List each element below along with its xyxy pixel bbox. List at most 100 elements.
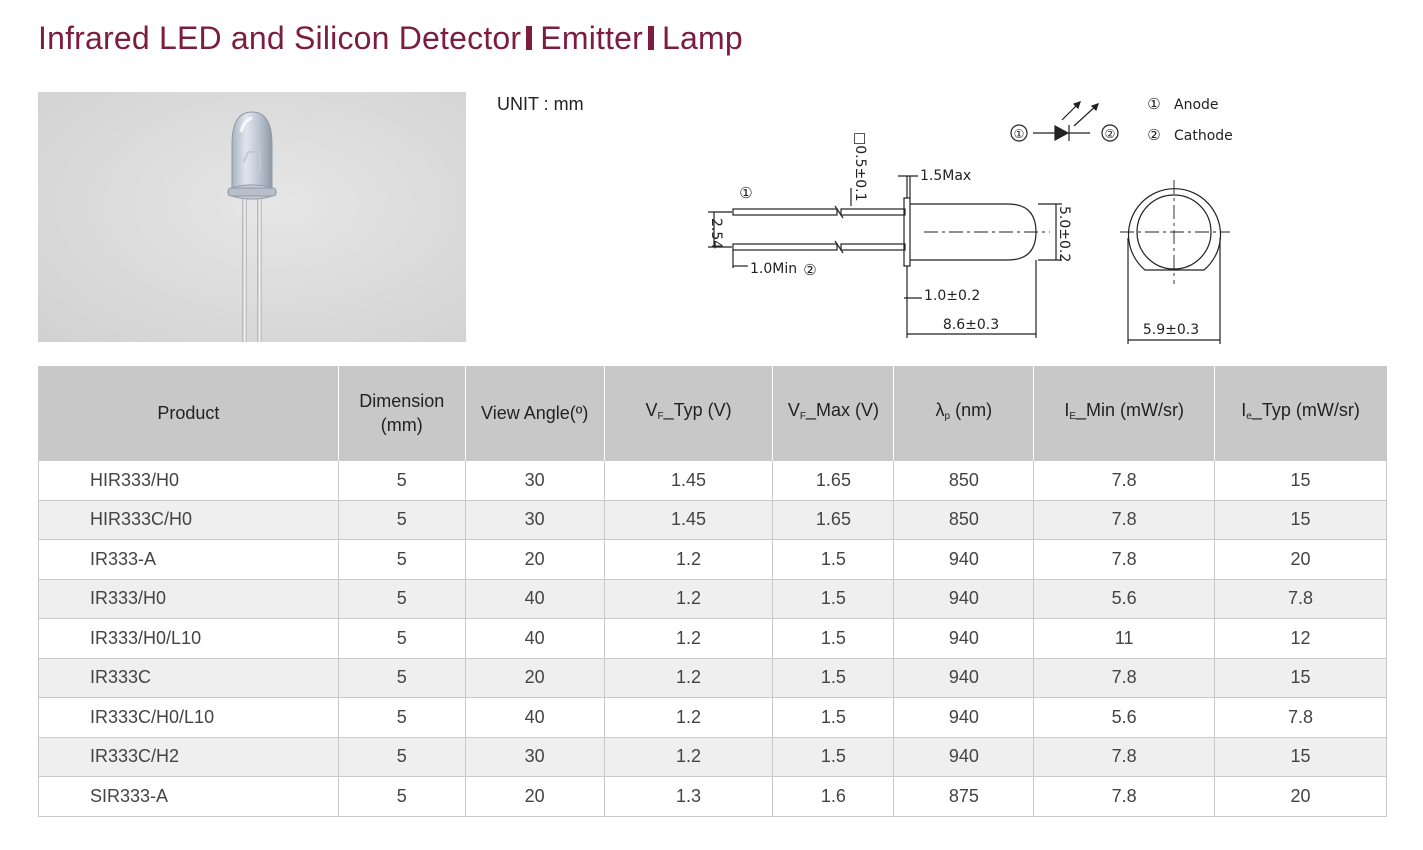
cell-view-angle: 40 (464, 618, 605, 659)
cell-vf-max: 1.65 (772, 499, 895, 540)
cell-vf-max: 1.65 (772, 460, 895, 501)
cell-vf-max: 1.5 (772, 657, 895, 698)
cell-ie-min: 5.6 (1033, 697, 1216, 738)
cell-lambda: 875 (893, 776, 1035, 817)
cell-ie-min: 7.8 (1033, 539, 1216, 580)
legend-anode: Anode (1174, 97, 1219, 113)
cell-vf-typ: 1.2 (603, 657, 774, 698)
cell-ie-min: 7.8 (1033, 776, 1216, 817)
cell-view-angle: 20 (464, 776, 605, 817)
cell-lambda: 940 (893, 578, 1035, 619)
cell-ie-typ: 12 (1214, 618, 1387, 659)
cell-view-angle: 40 (464, 578, 605, 619)
diode-symbol (1010, 101, 1119, 142)
dim-flange: 1.5Max (920, 168, 971, 184)
cell-ie-min: 11 (1033, 618, 1216, 659)
cell-dimension: 5 (337, 578, 466, 619)
header-view-angle: View Angle(º) (464, 366, 605, 461)
cell-product: HIR333/H0 (38, 460, 339, 501)
led-side-view (708, 175, 1062, 338)
cell-lambda: 850 (893, 460, 1035, 501)
unit-label: UNIT : mm (497, 94, 584, 114)
dim-flange-thick: 1.0±0.2 (924, 288, 980, 304)
dim-diameter: 5.0±0.2 (1056, 206, 1072, 262)
dimension-drawing: ① ② ① Anode ② Cathode ① (708, 96, 1233, 344)
header-dimension: Dimension(mm) (337, 366, 466, 461)
table-header-row: Product Dimension(mm) View Angle(º) VF_T… (38, 366, 1387, 461)
cell-dimension: 5 (337, 460, 466, 501)
cell-vf-max: 1.6 (772, 776, 895, 817)
cell-lambda: 850 (893, 499, 1035, 540)
diode-pin2-label: ② (1105, 127, 1116, 141)
led-product-photo (38, 92, 466, 342)
legend-cathode-number: ② (1147, 127, 1160, 144)
cell-ie-typ: 7.8 (1214, 697, 1387, 738)
cell-product: IR333C/H0/L10 (38, 697, 339, 738)
cell-view-angle: 40 (464, 697, 605, 738)
cell-lambda: 940 (893, 697, 1035, 738)
legend-anode-number: ① (1147, 96, 1160, 113)
led-front-view (1120, 180, 1230, 344)
cell-ie-typ: 7.8 (1214, 578, 1387, 619)
cell-view-angle: 30 (464, 499, 605, 540)
cell-lambda: 940 (893, 618, 1035, 659)
dim-height: 8.6±0.3 (943, 317, 999, 333)
cell-ie-min: 7.8 (1033, 736, 1216, 777)
title-separator (526, 26, 533, 50)
cell-view-angle: 30 (464, 736, 605, 777)
lead-pin1-label: ① (739, 185, 752, 202)
cell-lambda: 940 (893, 539, 1035, 580)
cell-ie-min: 7.8 (1033, 460, 1216, 501)
cell-view-angle: 30 (464, 460, 605, 501)
cell-product: IR333C (38, 657, 339, 698)
cell-vf-max: 1.5 (772, 697, 895, 738)
cell-dimension: 5 (337, 697, 466, 738)
cell-lambda: 940 (893, 736, 1035, 777)
cell-vf-typ: 1.45 (603, 499, 774, 540)
cell-dimension: 5 (337, 776, 466, 817)
cell-vf-max: 1.5 (772, 578, 895, 619)
page-title: Infrared LED and Silicon Detector Emitter… (38, 20, 743, 57)
title-part-3: Lamp (662, 20, 743, 56)
cell-ie-typ: 15 (1214, 499, 1387, 540)
title-part-1: Infrared LED and Silicon Detector (38, 20, 522, 56)
cell-dimension: 5 (337, 539, 466, 580)
cell-vf-max: 1.5 (772, 618, 895, 659)
cell-vf-typ: 1.3 (603, 776, 774, 817)
cell-ie-typ: 15 (1214, 736, 1387, 777)
cell-ie-typ: 15 (1214, 657, 1387, 698)
legend-cathode: Cathode (1174, 128, 1233, 144)
dim-flange-dia: 5.9±0.3 (1143, 322, 1199, 338)
cell-view-angle: 20 (464, 657, 605, 698)
header-ie-typ: Ie_Typ (mW/sr) (1214, 366, 1387, 461)
cell-ie-min: 7.8 (1033, 657, 1216, 698)
title-part-2: Emitter (540, 20, 644, 56)
cell-vf-typ: 1.45 (603, 460, 774, 501)
dim-pitch: 2.54 (708, 218, 724, 249)
cell-product: IR333/H0/L10 (38, 618, 339, 659)
title-separator (648, 26, 655, 50)
dim-lead-min: 1.0Min (750, 261, 797, 277)
lead-pin2-label: ② (803, 262, 816, 279)
header-peak-wavelength: λp (nm) (893, 366, 1035, 461)
cell-ie-typ: 20 (1214, 539, 1387, 580)
cell-vf-max: 1.5 (772, 736, 895, 777)
cell-product: HIR333C/H0 (38, 499, 339, 540)
cell-vf-typ: 1.2 (603, 618, 774, 659)
cell-ie-min: 5.6 (1033, 578, 1216, 619)
cell-lambda: 940 (893, 657, 1035, 698)
led-photo-image (38, 92, 466, 342)
cell-dimension: 5 (337, 657, 466, 698)
cell-product: IR333-A (38, 539, 339, 580)
dim-lead-square: □0.5±0.1 (852, 132, 868, 202)
header-vf-max: VF_Max (V) (772, 366, 895, 461)
cell-product: SIR333-A (38, 776, 339, 817)
cell-vf-typ: 1.2 (603, 578, 774, 619)
